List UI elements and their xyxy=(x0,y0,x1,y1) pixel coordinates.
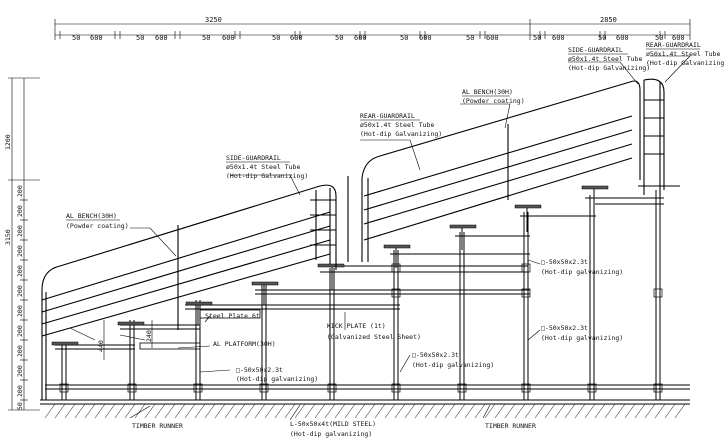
label-al-bench-top: AL BENCH(30H) xyxy=(462,88,513,96)
seg-16: 50 xyxy=(598,34,606,42)
label-side-guardrail-right: SIDE-GUARDRAIL xyxy=(568,46,623,54)
height-upper: 1200 xyxy=(4,134,12,150)
label-square-tube-upper-finish: (Hot-dip galvanizing) xyxy=(541,268,623,276)
seg-12: 50 xyxy=(466,34,474,42)
label-side-guardrail-finish: (Hot-dip Galvanizing) xyxy=(226,172,308,180)
seg-0: 50 xyxy=(72,34,80,42)
lseg-1: 200 xyxy=(16,205,24,217)
seg-6: 50 xyxy=(272,34,280,42)
label-rear-guardrail-right-spec: ø50x1.4t Steel Tube xyxy=(646,50,720,58)
label-al-bench-top-finish: (Powder coating) xyxy=(462,97,525,105)
label-al-bench-left-finish: (Powder coating) xyxy=(66,222,129,230)
lseg-0: 200 xyxy=(16,185,24,197)
lseg-7: 200 xyxy=(16,325,24,337)
label-kick-plate-material: (Galvanized Steel Sheet) xyxy=(327,333,421,341)
seg-4: 50 xyxy=(202,34,210,42)
side-guardrail-left xyxy=(41,184,337,400)
lseg-11: 50 xyxy=(16,402,24,410)
seg-2: 50 xyxy=(136,34,144,42)
seg-18: 50 xyxy=(655,34,663,42)
inner-dimensions: 440 240 xyxy=(97,320,153,360)
seg-10: 50 xyxy=(400,34,408,42)
seg-9: 600 xyxy=(354,34,367,42)
label-rear-guardrail-right-finish: (Hot-dip Galvanizing) xyxy=(646,59,724,67)
seg-13: 600 xyxy=(486,34,499,42)
label-square-tube-mid-finish: (Hot-dip galvanizing) xyxy=(412,361,494,369)
seg-14: 50 xyxy=(533,34,541,42)
seg-19: 600 xyxy=(672,34,685,42)
callout-labels: AL BENCH(30H) (Powder coating) SIDE-GUAR… xyxy=(66,41,724,438)
seg-5: 600 xyxy=(222,34,235,42)
label-rear-guardrail-right: REAR-GUARDRAIL xyxy=(646,41,701,49)
label-steel-plate: Steel Plate 6t xyxy=(205,312,260,320)
label-side-guardrail-right-finish: (Hot-dip Galvanizing) xyxy=(568,64,650,72)
top-dimension-chain: 3250 2850 50 600 xyxy=(54,16,691,42)
label-timber-runner-right: TIMBER RUNNER xyxy=(485,422,536,430)
joint-markers xyxy=(59,263,663,393)
label-angle-steel-finish: (Hot-dip galvanizing) xyxy=(290,430,372,438)
label-square-tube-mid: □-50x50x2.3t xyxy=(412,351,459,359)
label-square-tube-right: □-50x50x2.3t xyxy=(541,324,588,332)
label-side-guardrail: SIDE-GUARDRAIL xyxy=(226,154,281,162)
seg-1: 600 xyxy=(90,34,103,42)
left-segment-ticks xyxy=(20,199,28,401)
label-al-platform: AL PLATFORM(30H) xyxy=(213,340,276,348)
bench-steps xyxy=(51,185,609,350)
ground-hatch xyxy=(44,403,686,419)
lseg-2: 200 xyxy=(16,225,24,237)
label-side-guardrail-right-spec: ø50x1.4t Steel Tube xyxy=(568,55,642,63)
inner-dim-440: 440 xyxy=(97,340,105,352)
seg-17: 600 xyxy=(616,34,629,42)
label-kick-plate: KICK PLATE (1t) xyxy=(327,322,386,330)
inner-dim-240: 240 xyxy=(145,330,153,342)
seg-11: 600 xyxy=(419,34,432,42)
lseg-9: 200 xyxy=(16,365,24,377)
left-segment-labels: 200 200 200 200 200 200 200 200 200 200 … xyxy=(16,185,24,410)
ground-line xyxy=(40,399,690,419)
segment-labels: 50 600 50 600 50 600 50 600 50 600 50 60… xyxy=(72,34,685,42)
label-square-tube-upper: □-50x50x2.3t xyxy=(541,258,588,266)
lseg-5: 200 xyxy=(16,285,24,297)
seg-3: 600 xyxy=(155,34,168,42)
label-square-tube-right-finish: (Hot-dip galvanizing) xyxy=(541,334,623,342)
rear-guardrail-mid xyxy=(310,78,680,262)
lseg-8: 200 xyxy=(16,345,24,357)
label-side-guardrail-spec: ø50x1.4t Steel Tube xyxy=(226,163,300,171)
label-rear-guardrail-mid: REAR-GUARDRAIL xyxy=(360,112,415,120)
label-rear-guardrail-mid-spec: ø50x1.4t Steel Tube xyxy=(360,121,434,129)
lseg-4: 200 xyxy=(16,265,24,277)
seg-15: 600 xyxy=(552,34,565,42)
leader-lines xyxy=(69,55,691,421)
lseg-10: 200 xyxy=(16,385,24,397)
overall-width-left: 3250 xyxy=(205,16,222,24)
label-square-tube-left: □-50x50x2.3t xyxy=(236,366,283,374)
lseg-3: 200 xyxy=(16,245,24,257)
label-square-tube-left-finish: (Hot-dip galvanizing) xyxy=(236,375,318,383)
label-al-bench-left: AL BENCH(30H) xyxy=(66,212,117,220)
lseg-6: 200 xyxy=(16,305,24,317)
height-overall: 3150 xyxy=(4,229,12,245)
support-frame xyxy=(45,190,690,400)
label-rear-guardrail-mid-finish: (Hot-dip Galvanizing) xyxy=(360,130,442,138)
seg-7: 600 xyxy=(290,34,303,42)
label-angle-steel: L-50x50x4t(MILD STEEL) xyxy=(290,420,376,428)
callout-underlines xyxy=(66,48,700,221)
segment-ticks xyxy=(59,31,666,39)
overall-width-right: 2850 xyxy=(600,16,617,24)
left-dimension-chain: 1200 3150 200 200 200 200 200 200 200 20… xyxy=(4,77,40,411)
seg-8: 50 xyxy=(335,34,343,42)
label-timber-runner-left: TIMBER RUNNER xyxy=(132,422,183,430)
